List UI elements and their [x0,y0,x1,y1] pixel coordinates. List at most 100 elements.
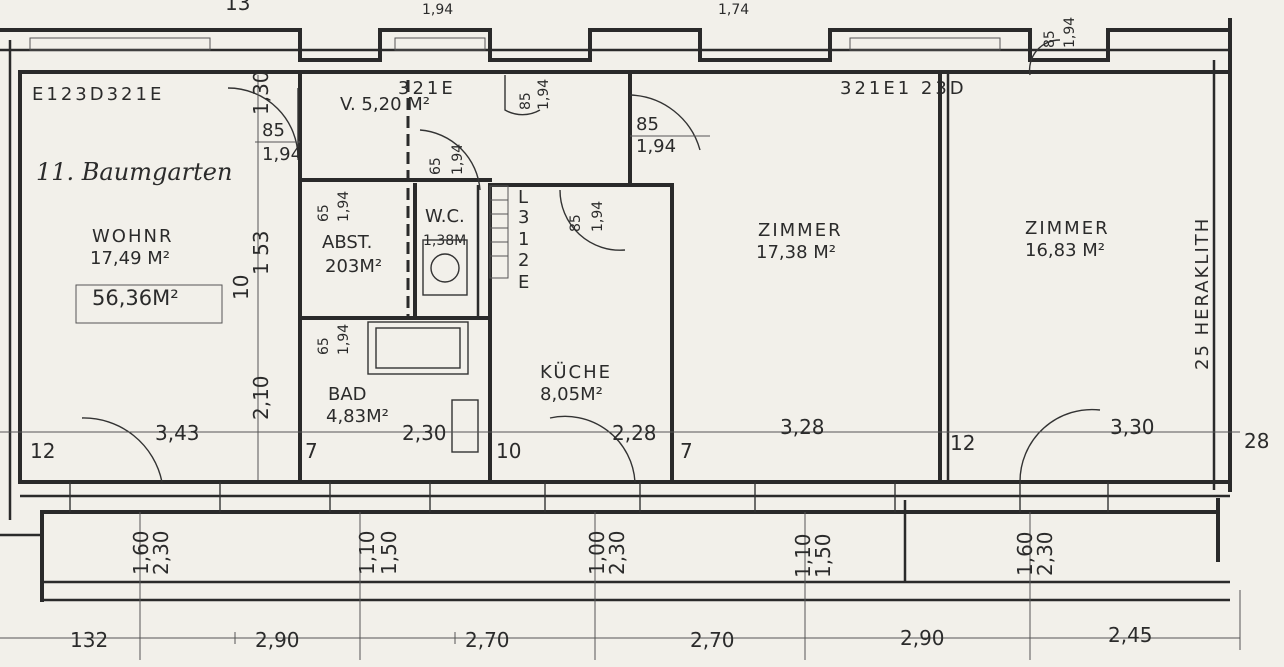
room-name-zimmer2: ZIMMER [1025,218,1110,239]
code-left: E123D321E [32,84,164,105]
door-swing [81,417,163,483]
window-dim: 1,10 [355,530,379,575]
room-area-kuche: 8,05M² [540,384,603,405]
door-swing [1019,408,1101,483]
door-width: 65 [316,337,332,355]
wall-thickness: 12 [30,439,55,463]
room-area-abst: 203M² [325,256,382,277]
column-label: 3 [518,207,529,228]
dimension-vertical: 1 53 [249,230,273,275]
toilet [422,239,468,296]
window-dim: 2,30 [1033,531,1057,576]
dimension-interior: 2,28 [612,421,657,445]
bathtub-inner [375,327,461,369]
wall-thickness: 12 [950,431,975,455]
column-label: 1 [518,229,529,250]
window-dim: 1,50 [811,533,835,578]
room-name-wc: W.C. [425,206,465,227]
dimension-bottom: 2,45 [1108,623,1153,647]
door-height: 1,94 [336,324,352,355]
column-labels: L 3 1 2 E [518,187,529,293]
dimension-bottom: 132 [70,628,108,652]
washbasin [451,399,479,453]
code-right: 321E1 23D [840,78,967,99]
door-width: 85 [518,92,534,110]
room-name-vorraum: V. 5,20 M² [340,94,430,115]
column-label: 2 [518,250,529,271]
room-name-bad: BAD [328,384,367,405]
room-name-kuche: KÜCHE [540,361,612,383]
room-area-zimmer2: 16,83 M² [1025,240,1105,261]
column-label: E [518,272,529,293]
door-width: 85 [568,214,584,232]
door-swings [81,39,1101,483]
dimension-vertical: 1,30 [249,70,273,115]
fixtures [75,185,509,453]
dimension-bottom: 2,70 [690,628,735,652]
dimension-interior: 3,30 [1110,415,1155,439]
dimension-vertical: 10 [229,275,253,300]
shaft-boxes [489,185,509,279]
dimension-interior: 2,30 [402,421,447,445]
room-name-zimmer1: ZIMMER [758,220,843,241]
room-name-wohnr: WOHNR [92,226,173,247]
wall-thickness: 28 [1244,429,1269,453]
walls [0,18,1232,602]
door-swing [419,129,481,191]
dimension-interior: 3,43 [155,421,200,445]
window-dim: 1,00 [585,530,609,575]
column-label: L [518,187,528,208]
dimension-vertical: 2,10 [249,375,273,420]
code-mid: 321E [398,78,456,99]
dimension-bottom: 2,90 [900,626,945,650]
area-box-text: 56,36M² [92,286,179,310]
door-height: 1,94 [636,136,676,157]
door-width: 85 [636,114,659,135]
wall-thickness: 10 [496,439,521,463]
door-width: 85 [1042,30,1058,48]
door-height-top-mid: 1,74 [718,2,749,18]
labels: 11. Baumgarten 56,36M² WOHNR 17,49 M² AB… [32,78,1213,427]
wall-thickness: 7 [305,439,318,463]
door-swing [549,415,636,483]
dimension-lines [0,75,1241,660]
dimension-bottom: 2,90 [255,628,300,652]
door-height: 1,94 [1062,17,1078,48]
bathtub [367,321,469,375]
door-width: 65 [428,157,444,175]
window-dim: 1,60 [129,530,153,575]
room-name-abst: ABST. [322,232,372,253]
dimension-interior: 3,28 [780,415,825,439]
dimension-top: 13 [225,0,250,15]
room-area-wohnr: 17,49 M² [90,248,170,269]
building-dimensions: 13 3,43 2,30 2,28 3,28 3,30 1,30 1 53 10… [30,0,1269,652]
dimension-bottom: 2,70 [465,628,510,652]
door-height: 1,94 [536,79,552,110]
area-box [75,284,223,324]
door-height: 1,94 [590,201,606,232]
heraklith-label: 25 HERAKLITH [1192,217,1213,370]
window-dim: 1,10 [791,533,815,578]
title-note: 11. Baumgarten [36,158,232,186]
window-dim: 2,30 [149,530,173,575]
window-dim: 2,30 [605,530,629,575]
room-area-wc: 1,38M [423,233,466,249]
toilet-bowl [430,253,460,283]
door-height-top-left: 1,94 [422,2,453,18]
room-area-zimmer1: 17,38 M² [756,242,836,263]
door-height: 1,94 [336,191,352,222]
door-width: 65 [316,204,332,222]
door-swing [227,87,299,159]
window-dim: 1,60 [1013,531,1037,576]
room-area-bad: 4,83M² [326,406,389,427]
window-dim: 1,50 [377,530,401,575]
wall-thickness: 7 [680,439,693,463]
door-swing [559,189,626,251]
door-swing [629,94,701,151]
door-width: 85 [262,120,285,141]
door-height: 1,94 [450,144,466,175]
door-dimensions: 1,94 1,74 85 1,94 85 1,94 65 1,94 65 1,9… [255,2,1078,355]
door-swing [1028,39,1061,76]
door-swing [504,75,541,116]
